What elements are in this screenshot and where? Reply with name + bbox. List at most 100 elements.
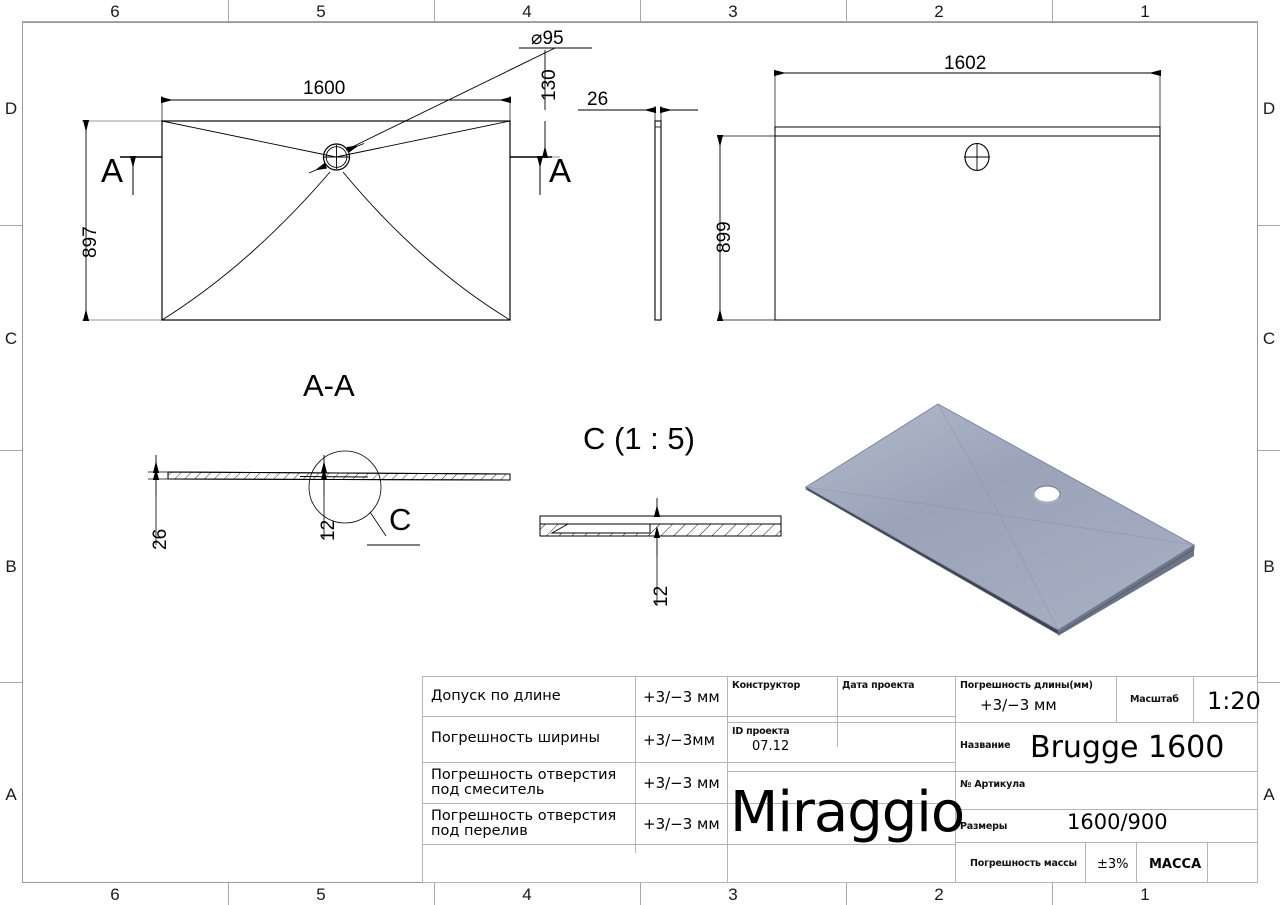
project-date-label: Дата проекта bbox=[842, 680, 915, 691]
tolerance-value-3: +3/−3 мм bbox=[643, 815, 720, 833]
zone-label-left-b: B bbox=[5, 557, 17, 576]
zone-tick-top-4 bbox=[846, 0, 848, 22]
tb-col-sep-3 bbox=[837, 676, 839, 747]
tb-col-sep-1 bbox=[635, 676, 637, 853]
size-label: Размеры bbox=[960, 821, 1008, 832]
zone-tick-bottom-1 bbox=[228, 883, 230, 905]
zone-label-left-c: C bbox=[4, 329, 18, 348]
zone-label-top-4: 4 bbox=[522, 2, 532, 21]
zone-label-bottom-5: 5 bbox=[316, 885, 326, 904]
length-tolerance-value: +3/−3 мм bbox=[980, 696, 1057, 714]
tb-col-sep-2 bbox=[727, 676, 729, 883]
title-block: Допуск по длине +3/−3 мм Погрешность шир… bbox=[422, 676, 1261, 884]
zone-label-bottom-4: 4 bbox=[522, 885, 532, 904]
zone-label-left-d: D bbox=[4, 99, 18, 118]
tb-col-sep-4 bbox=[955, 676, 957, 883]
zone-tick-top-5 bbox=[1052, 0, 1054, 22]
section-marker-a-right: A bbox=[549, 152, 572, 189]
tb-row-sep-right-2 bbox=[955, 809, 1257, 811]
mass-tolerance-value: ±3% bbox=[1097, 857, 1129, 872]
name-label: Название bbox=[960, 740, 1011, 751]
tolerance-label-1: Погрешность ширины bbox=[431, 730, 600, 746]
zone-tick-left-3 bbox=[0, 682, 22, 684]
zone-label-bottom-1: 1 bbox=[1140, 885, 1150, 904]
zone-label-right-b: B bbox=[1263, 557, 1275, 576]
tolerance-value-0: +3/−3 мм bbox=[643, 688, 720, 706]
designer-label: Конструктор bbox=[732, 680, 801, 691]
section-aa-title: A-A bbox=[303, 368, 355, 403]
tb-col-sep-9 bbox=[1207, 842, 1209, 883]
zone-label-top-2: 2 bbox=[934, 2, 944, 21]
tb-row-sep-2 bbox=[422, 762, 955, 764]
zone-tick-bottom-4 bbox=[846, 883, 848, 905]
zone-label-top-3: 3 bbox=[728, 2, 738, 21]
dim-section-aa-local: 12 bbox=[318, 519, 339, 541]
zone-label-right-d: D bbox=[1262, 99, 1276, 118]
name-value: Brugge 1600 bbox=[1030, 730, 1225, 765]
zone-label-left-a: A bbox=[5, 785, 17, 804]
tb-row-sep-right-1 bbox=[955, 771, 1257, 773]
zone-label-right-c: C bbox=[1262, 329, 1276, 348]
project-id-value: 07.12 bbox=[752, 739, 790, 754]
dim-bottom-view-height: 899 bbox=[714, 221, 735, 253]
zone-label-top-1: 1 bbox=[1140, 2, 1150, 21]
dim-bottom-view-width: 1602 bbox=[944, 53, 987, 74]
mass-label: МАССА bbox=[1149, 857, 1202, 872]
zone-tick-bottom-3 bbox=[640, 883, 642, 905]
tb-col-sep-7 bbox=[1085, 842, 1087, 883]
tb-row-sep-4 bbox=[422, 844, 955, 846]
length-tolerance-label: Погрешность длины(мм) bbox=[960, 680, 1093, 691]
zone-tick-right-2 bbox=[1258, 450, 1280, 452]
detail-callout-c: C bbox=[389, 502, 412, 537]
detail-c-title: C (1 : 5) bbox=[583, 421, 695, 456]
dim-edge-thickness: 26 bbox=[587, 89, 609, 110]
tb-border-left bbox=[422, 676, 424, 883]
dim-top-view-height: 897 bbox=[80, 226, 101, 258]
tb-row-sep-3 bbox=[422, 803, 955, 805]
zone-label-bottom-3: 3 bbox=[728, 885, 738, 904]
zone-rule-top bbox=[22, 21, 1258, 23]
tb-border-bottom bbox=[422, 882, 1258, 884]
scale-value: 1:20 bbox=[1207, 687, 1261, 715]
zone-tick-bottom-2 bbox=[434, 883, 436, 905]
size-value: 1600/900 bbox=[1067, 810, 1168, 834]
zone-tick-right-1 bbox=[1258, 225, 1280, 227]
tolerance-label-0: Допуск по длине bbox=[431, 688, 561, 704]
brand-logo: Miraggio bbox=[730, 780, 965, 845]
article-label: № Артикула bbox=[960, 779, 1026, 790]
zone-tick-top-2 bbox=[434, 0, 436, 22]
project-id-label: ID проекта bbox=[732, 726, 790, 737]
tolerance-value-2: +3/−3 мм bbox=[643, 774, 720, 792]
tolerance-value-1: +3/−3мм bbox=[643, 731, 715, 749]
zone-tick-left-2 bbox=[0, 450, 22, 452]
tb-row-sep-1 bbox=[422, 716, 955, 718]
zone-label-bottom-6: 6 bbox=[110, 885, 120, 904]
zone-label-top-5: 5 bbox=[316, 2, 326, 21]
zone-tick-top-3 bbox=[640, 0, 642, 22]
tb-col-sep-6 bbox=[1193, 676, 1195, 722]
zone-tick-top-1 bbox=[228, 0, 230, 22]
tb-row-sep-mid-1 bbox=[727, 722, 1257, 724]
tb-row-sep-mid-2 bbox=[727, 771, 955, 773]
tb-col-sep-5 bbox=[1116, 676, 1118, 722]
tb-col-sep-8 bbox=[1136, 842, 1138, 883]
tb-border-right bbox=[1257, 676, 1259, 883]
zone-tick-bottom-5 bbox=[1052, 883, 1054, 905]
tb-row-sep-right-3 bbox=[955, 842, 1257, 844]
zone-tick-left-1 bbox=[0, 225, 22, 227]
section-marker-a-left: A bbox=[101, 152, 124, 189]
scale-label: Масштаб bbox=[1130, 694, 1179, 705]
dim-hole-diameter: ⌀95 bbox=[531, 28, 564, 49]
dim-hole-offset: 130 bbox=[539, 69, 560, 101]
mass-tolerance-label: Погрешность массы bbox=[970, 858, 1077, 869]
dim-top-view-width: 1600 bbox=[303, 78, 346, 99]
zone-label-bottom-2: 2 bbox=[934, 885, 944, 904]
tb-border-top bbox=[422, 676, 1258, 678]
zone-label-top-6: 6 bbox=[110, 2, 120, 21]
zone-label-right-a: A bbox=[1263, 785, 1275, 804]
tolerance-label-3: Погрешность отверстия под перелив bbox=[431, 808, 617, 839]
dim-detail-c-thickness: 12 bbox=[651, 585, 672, 607]
tolerance-label-2: Погрешность отверстия под смеситель bbox=[431, 767, 617, 798]
zone-tick-right-3 bbox=[1258, 682, 1280, 684]
